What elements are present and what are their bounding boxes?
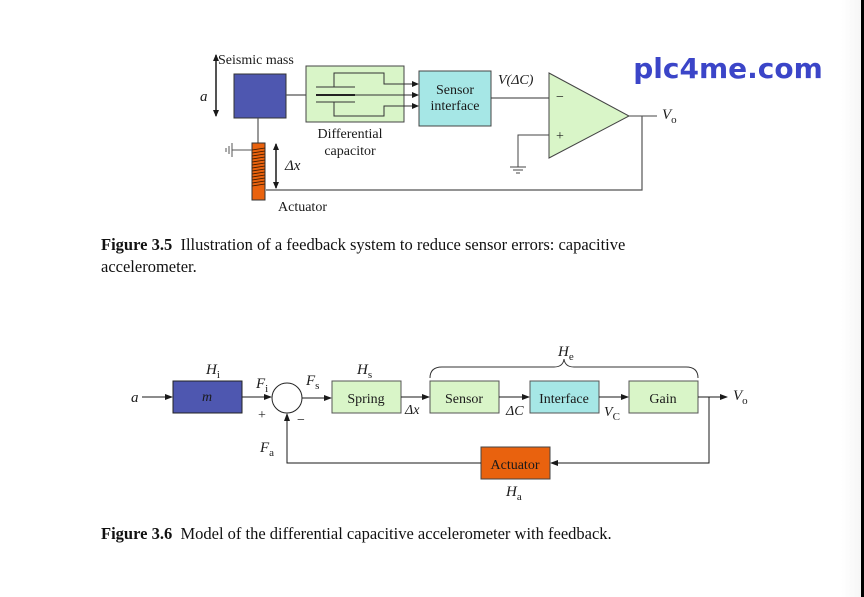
hs-label: Hs: [356, 362, 372, 381]
figure-3-5-caption-line2: accelerometer.: [101, 257, 197, 276]
page-edge-shade: [841, 0, 861, 597]
vo-label: Vo: [733, 388, 748, 407]
figure-3-6-caption: Figure 3.6 Model of the differential cap…: [101, 523, 741, 545]
mass-block-label: m: [202, 390, 212, 405]
actuator-to-summer-arrow: [284, 413, 481, 464]
actuator-ground-icon: [225, 143, 233, 157]
capacitor-plates: [316, 72, 419, 117]
gain-block: [628, 380, 699, 414]
a-label: a: [200, 89, 208, 105]
feedback-wire: [266, 116, 643, 191]
actuator-block: [480, 446, 551, 480]
fi-label: Fi: [255, 376, 268, 395]
figure-3-6: a Hi m Fi + − Fs Hs Spring Δx Sensor ΔC …: [131, 344, 748, 503]
actuator-block-label: Actuator: [491, 458, 540, 473]
figure-3-5: Seismic mass a Differential capacitor Se…: [200, 53, 677, 215]
op-amp-triangle: [548, 72, 631, 159]
seismic-mass-label: Seismic mass: [218, 53, 294, 68]
he-label: He: [557, 344, 574, 363]
interface-block-label: Interface: [539, 392, 589, 407]
ha-label: Ha: [505, 484, 522, 503]
figure-3-6-number: Figure 3.6: [101, 524, 173, 543]
delta-c-label: ΔC: [505, 404, 524, 419]
v-delta-c-label: V(ΔC): [498, 73, 534, 88]
input-a-label: a: [131, 390, 139, 406]
gain-block-label: Gain: [649, 392, 676, 407]
page-edge-border: [861, 0, 864, 597]
summer-plus: +: [258, 408, 266, 423]
figure-3-5-caption: Figure 3.5 Illustration of a feedback sy…: [101, 234, 741, 278]
figure-3-5-caption-line1: Illustration of a feedback system to red…: [180, 235, 626, 254]
mass-block: [172, 380, 243, 414]
actuator-label: Actuator: [278, 200, 327, 215]
ground-wire: [517, 134, 549, 167]
vo-label: Vo: [662, 107, 677, 126]
spring-block: [331, 380, 402, 414]
figure-3-5-number: Figure 3.5: [101, 235, 173, 254]
seismic-mass-block: [233, 73, 287, 119]
summing-junction: [271, 382, 303, 414]
ground-icon: [510, 166, 526, 174]
delta-x-label: Δx: [284, 158, 301, 174]
sensor-block: [429, 380, 500, 414]
hi-label: Hi: [205, 362, 220, 381]
sensor-interface-label-line1: Sensor: [436, 83, 474, 98]
summer-minus: −: [297, 413, 305, 428]
sensor-interface-label-line2: interface: [431, 99, 480, 114]
fa-label: Fa: [259, 440, 274, 459]
op-amp-minus: −: [556, 90, 564, 105]
feedback-to-actuator-arrow: [550, 397, 710, 466]
op-amp-plus: +: [556, 129, 564, 144]
figure-3-6-caption-text: Model of the differential capacitive acc…: [180, 524, 612, 543]
differential-label-line1: Differential: [317, 127, 382, 142]
spring-block-label: Spring: [347, 392, 384, 407]
vc-label: VC: [604, 405, 620, 423]
fs-label: Fs: [305, 373, 319, 392]
coil-windings: [251, 147, 266, 187]
differential-label-line2: capacitor: [324, 144, 376, 159]
delta-x-label: Δx: [404, 403, 420, 418]
sensor-block-label: Sensor: [445, 392, 483, 407]
he-brace: [429, 358, 699, 379]
watermark: plc4me.com: [633, 52, 823, 85]
